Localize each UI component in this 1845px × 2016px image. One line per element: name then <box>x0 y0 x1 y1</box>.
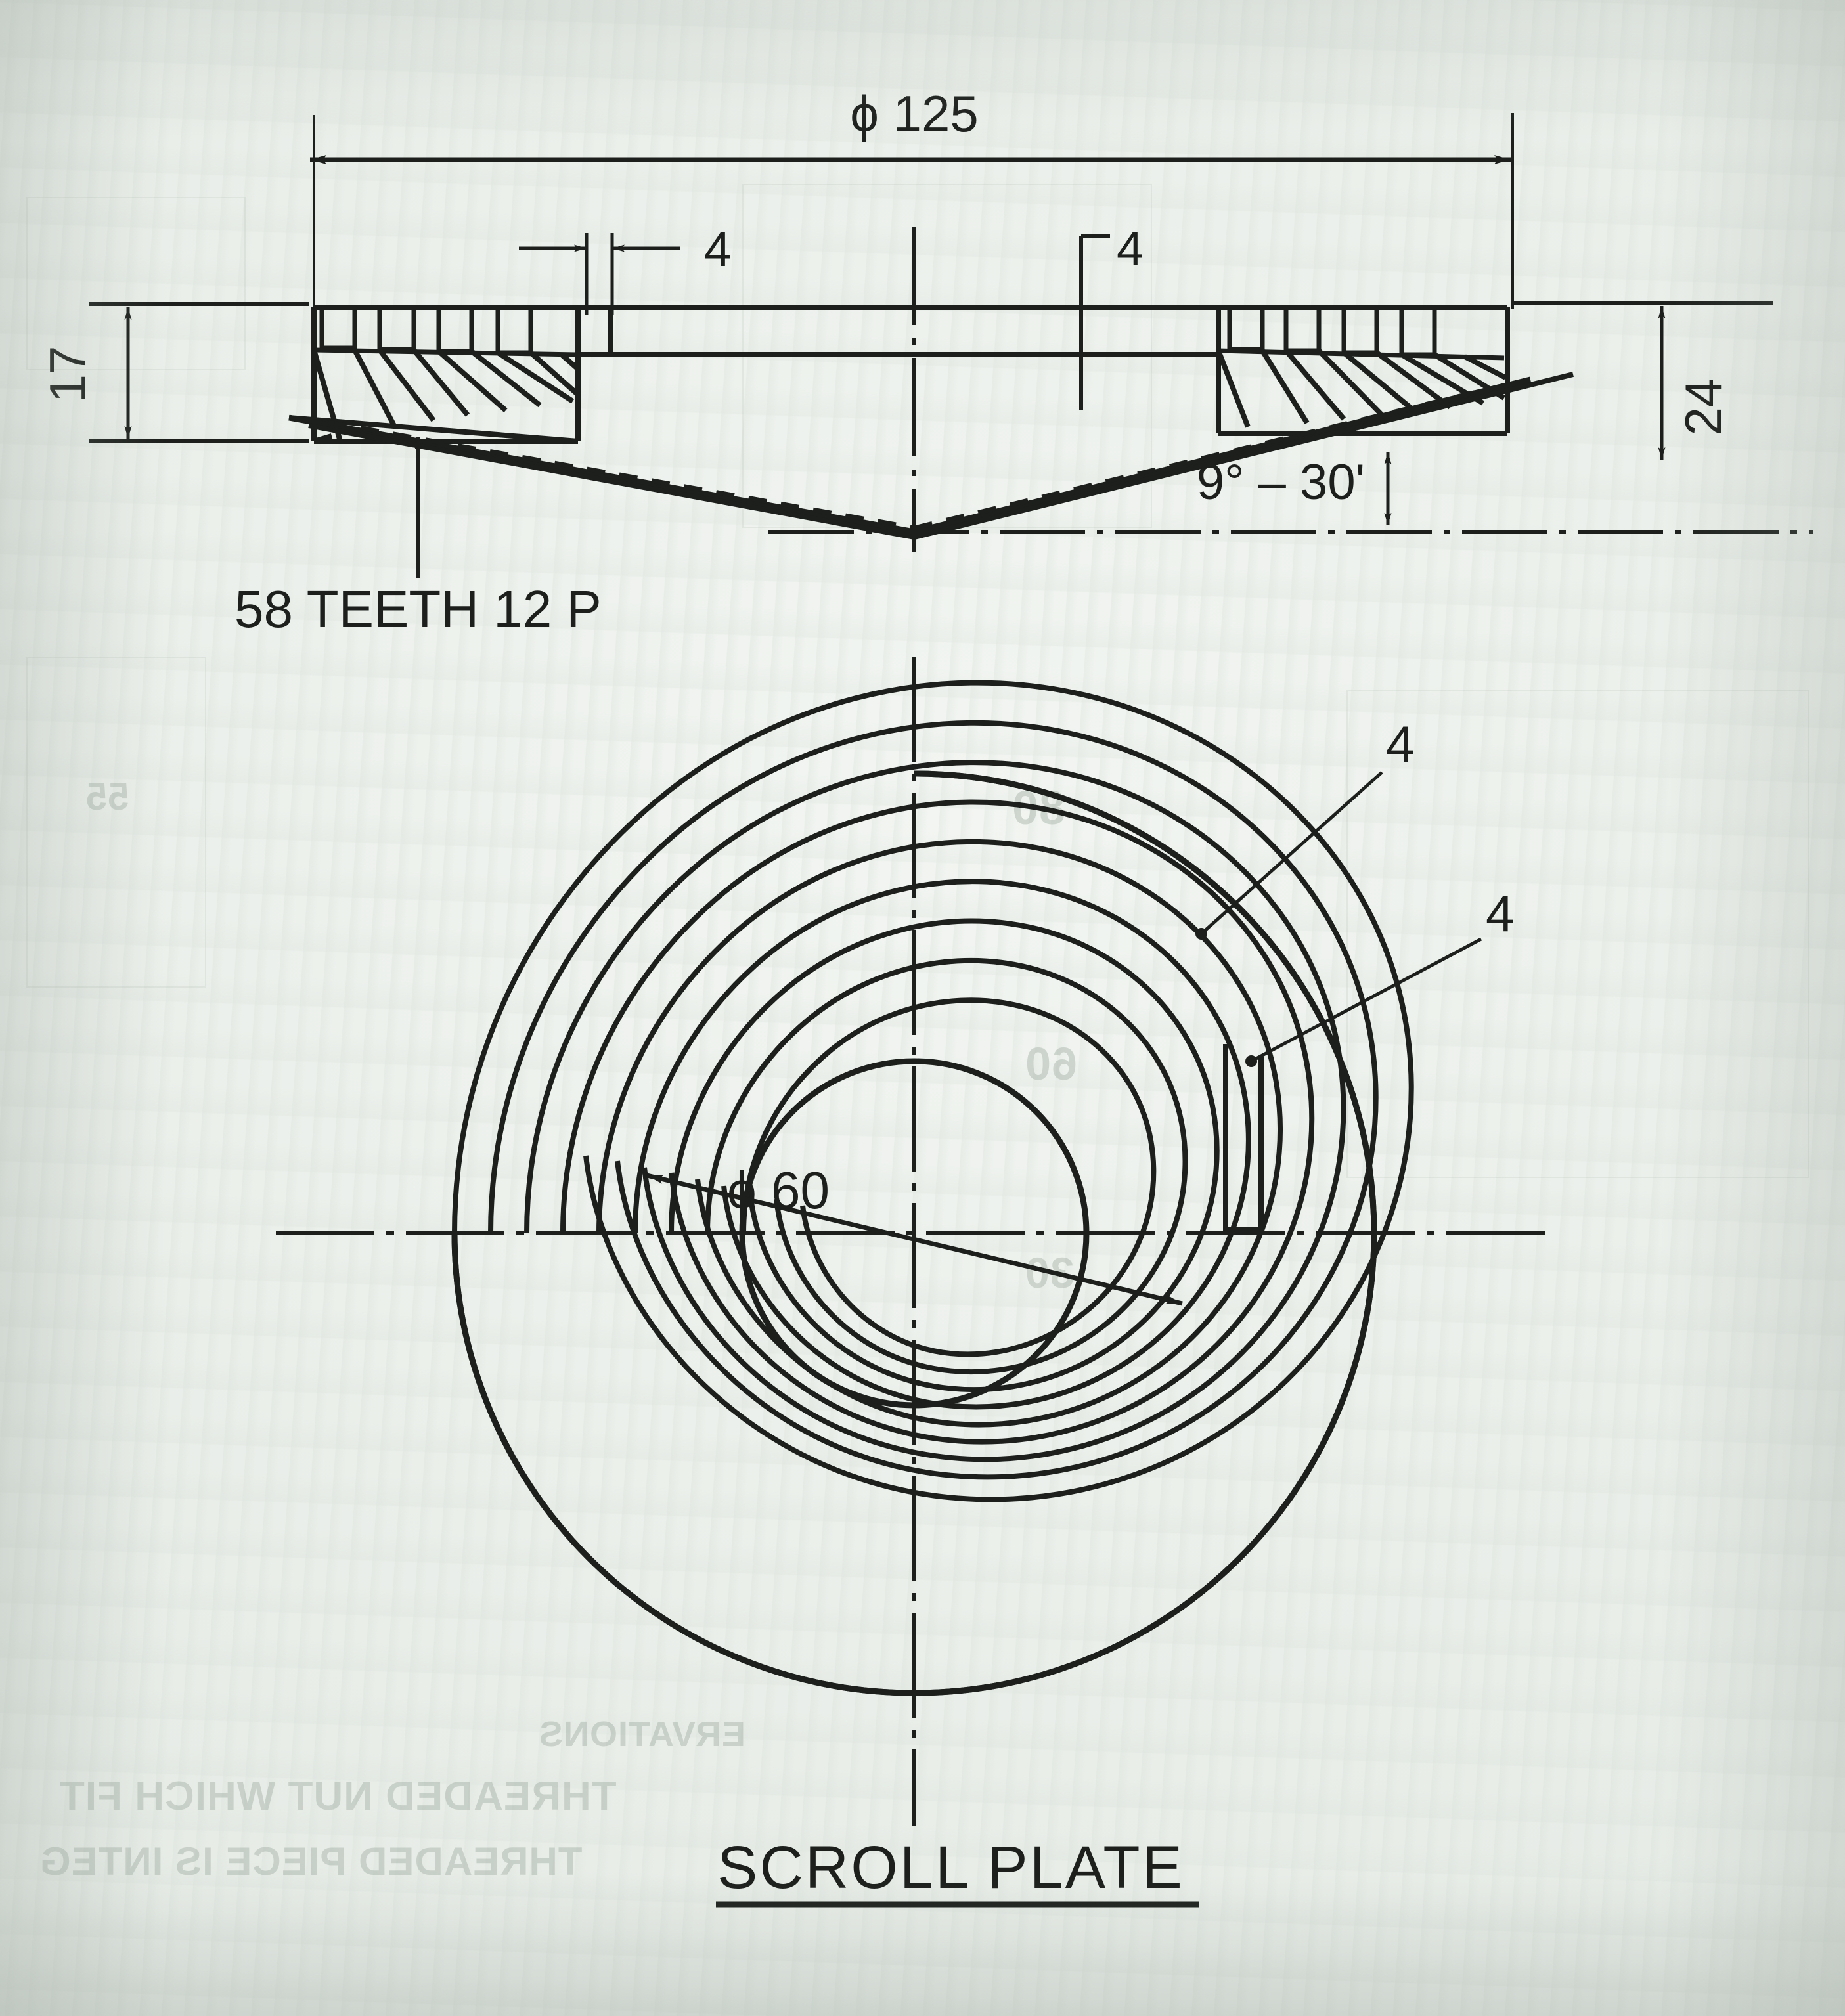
show-through-block <box>26 657 206 988</box>
dimension-inner-diameter: ϕ 60 <box>727 1161 830 1219</box>
dimension-scroll-width-lower: 4 <box>1486 885 1514 942</box>
dimension-taper-angle: 9° – 30' <box>1197 454 1365 510</box>
dimension-groove-width-right: 4 <box>1117 221 1144 276</box>
dimension-height-left: 17 <box>39 346 97 403</box>
dimension-outer-diameter: ϕ 125 <box>850 85 979 142</box>
dimension-groove-width-left: 4 <box>704 222 731 276</box>
show-through-block <box>1346 690 1809 1178</box>
dimension-scroll-width-upper: 4 <box>1386 715 1414 773</box>
note-gear-teeth: 58 TEETH 12 P <box>234 580 602 638</box>
dimension-height-right: 24 <box>1674 379 1732 436</box>
show-through-block <box>26 197 246 370</box>
view-title-scroll-plate: SCROLL PLATE <box>717 1834 1184 1901</box>
